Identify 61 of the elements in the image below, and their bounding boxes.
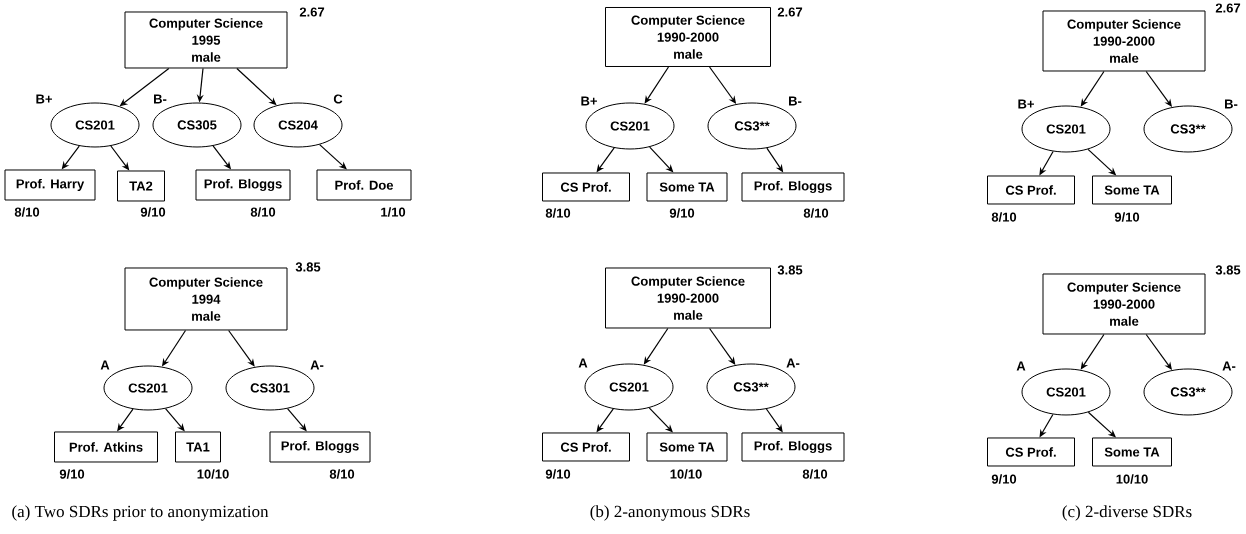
instructor-box: Prof. Bloggs (741, 432, 845, 462)
rating-label: 8/10 (14, 207, 40, 217)
instructor-box: Prof. Bloggs (269, 431, 371, 463)
grade-label: A- (1222, 361, 1236, 371)
instructor-box: CS Prof. (542, 432, 630, 462)
rating-label: 9/10 (991, 474, 1017, 484)
category-box: Computer Science 1990-2000 male (1042, 10, 1206, 72)
rating-label: 10/10 (1116, 474, 1148, 484)
rating-label: 9/10 (59, 469, 85, 479)
instructor-box: CS Prof. (987, 175, 1075, 205)
instructor-box: Prof. Bloggs (195, 169, 291, 201)
rating-label: 8/10 (545, 208, 571, 218)
instructor-box: Some TA (1092, 175, 1172, 205)
instructor-box: Prof. Doe (316, 169, 412, 201)
instructor-box: Some TA (1092, 437, 1172, 467)
rating-label: 9/10 (669, 208, 695, 218)
rating-label: 9/10 (545, 469, 571, 479)
arrow (709, 327, 736, 365)
panel-caption: (c) 2-diverse SDRs (1062, 505, 1192, 521)
panel-caption: (a) Two SDRs prior to anonymization (12, 505, 269, 521)
arrow (319, 144, 347, 170)
category-box: Computer Science 1990-2000 male (605, 267, 771, 329)
grade-label: B- (154, 94, 167, 104)
gpa-value: 3.85 (1215, 265, 1241, 275)
gpa-value: 2.67 (299, 7, 325, 17)
grade-label: B+ (36, 94, 52, 104)
gpa-value: 2.67 (777, 7, 803, 17)
arrow (643, 327, 669, 365)
rating-label: 10/10 (197, 469, 229, 479)
grade-label: C (333, 94, 343, 104)
instructor-box: Prof. Bloggs (741, 172, 845, 202)
panel-caption: (b) 2-anonymous SDRs (590, 505, 750, 521)
rating-label: 9/10 (140, 207, 166, 217)
category-box: Computer Science 1995 male (124, 11, 288, 69)
arrow (644, 66, 670, 104)
rating-label: 1/10 (381, 207, 406, 217)
instructor-box: Prof. Atkins (54, 431, 158, 463)
arrow (1080, 333, 1105, 370)
instructor-box: Prof. Harry (4, 169, 96, 201)
category-box: Computer Science 1994 male (124, 267, 288, 331)
rating-label: 8/10 (991, 212, 1017, 222)
rating-label: 8/10 (803, 208, 829, 218)
instructor-box: Some TA (646, 432, 728, 462)
instructor-box: TA1 (175, 431, 221, 463)
category-box: Computer Science 1990-2000 male (1042, 273, 1206, 335)
rating-label: 10/10 (670, 469, 702, 479)
instructor-box: CS Prof. (542, 172, 630, 202)
rating-label: 9/10 (1114, 212, 1140, 222)
gpa-value: 3.85 (295, 262, 321, 272)
arrow (228, 329, 255, 367)
instructor-box: CS Prof. (987, 437, 1075, 467)
rating-label: 8/10 (250, 207, 276, 217)
instructor-box: TA2 (117, 170, 165, 202)
gpa-value: 2.67 (1215, 3, 1241, 13)
gpa-value: 3.85 (777, 265, 803, 275)
arrow (1080, 70, 1105, 107)
rating-label: 8/10 (802, 469, 828, 479)
grade-label: A (1016, 361, 1026, 371)
category-box: Computer Science 1990-2000 male (605, 7, 771, 67)
rating-label: 8/10 (329, 469, 355, 479)
instructor-box: Some TA (646, 172, 728, 202)
